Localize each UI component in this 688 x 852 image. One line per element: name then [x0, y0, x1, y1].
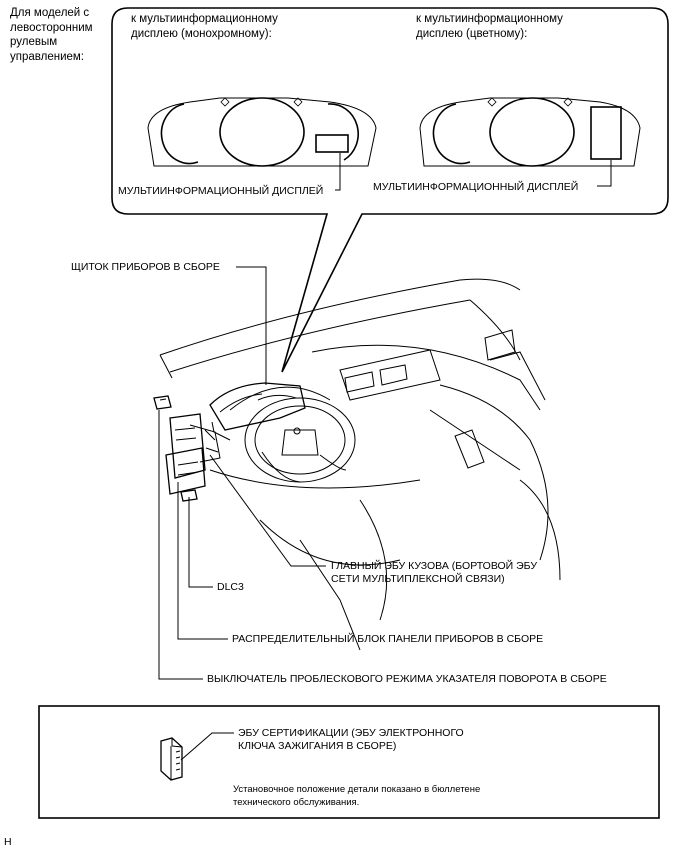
bottom-box-frame	[38, 705, 660, 819]
cert-ecu-drawing	[160, 737, 183, 781]
color-display-icon	[590, 106, 622, 160]
cert-ecu-leader	[180, 732, 234, 761]
color-display-label: МУЛЬТИИНФОРМАЦИОННЫЙ ДИСПЛЕЙ	[373, 181, 579, 193]
hazard-switch-label: ВЫКЛЮЧАТЕЛЬ ПРОБЛЕСКОВОГО РЕЖИМА УКАЗАТЕ…	[207, 673, 607, 685]
mono-display-icon	[315, 134, 349, 153]
color-title: к мультиинформационному дисплею (цветном…	[416, 13, 563, 40]
main-body-ecu-label: ГЛАВНЫЙ ЭБУ КУЗОВА (БОРТОВОЙ ЭБУ СЕТИ МУ…	[331, 560, 537, 585]
mono-meter-cluster	[147, 97, 377, 167]
combination-meter-label: ЩИТОК ПРИБОРОВ В СБОРЕ	[71, 261, 220, 273]
mono-leader	[335, 153, 341, 191]
leader-lines	[158, 266, 326, 680]
color-leader	[597, 160, 612, 187]
lhd-label: Для моделей с левосторонним рулевым упра…	[10, 7, 93, 63]
service-note: Установочное положение детали показано в…	[233, 784, 481, 808]
mono-title: к мультиинформационному дисплею (монохро…	[131, 13, 278, 40]
dashboard-drawing	[153, 278, 561, 651]
junction-block-label: РАСПРЕДЕЛИТЕЛЬНЫЙ БЛОК ПАНЕЛИ ПРИБОРОВ В…	[232, 633, 544, 645]
cert-ecu-label: ЭБУ СЕРТИФИКАЦИИ (ЭБУ ЭЛЕКТРОННОГО КЛЮЧА…	[238, 727, 464, 752]
color-meter-cluster	[419, 97, 641, 167]
mono-display-label: МУЛЬТИИНФОРМАЦИОННЫЙ ДИСПЛЕЙ	[118, 185, 324, 197]
footer-code: H	[4, 836, 12, 848]
dlc3-label: DLC3	[217, 581, 244, 593]
